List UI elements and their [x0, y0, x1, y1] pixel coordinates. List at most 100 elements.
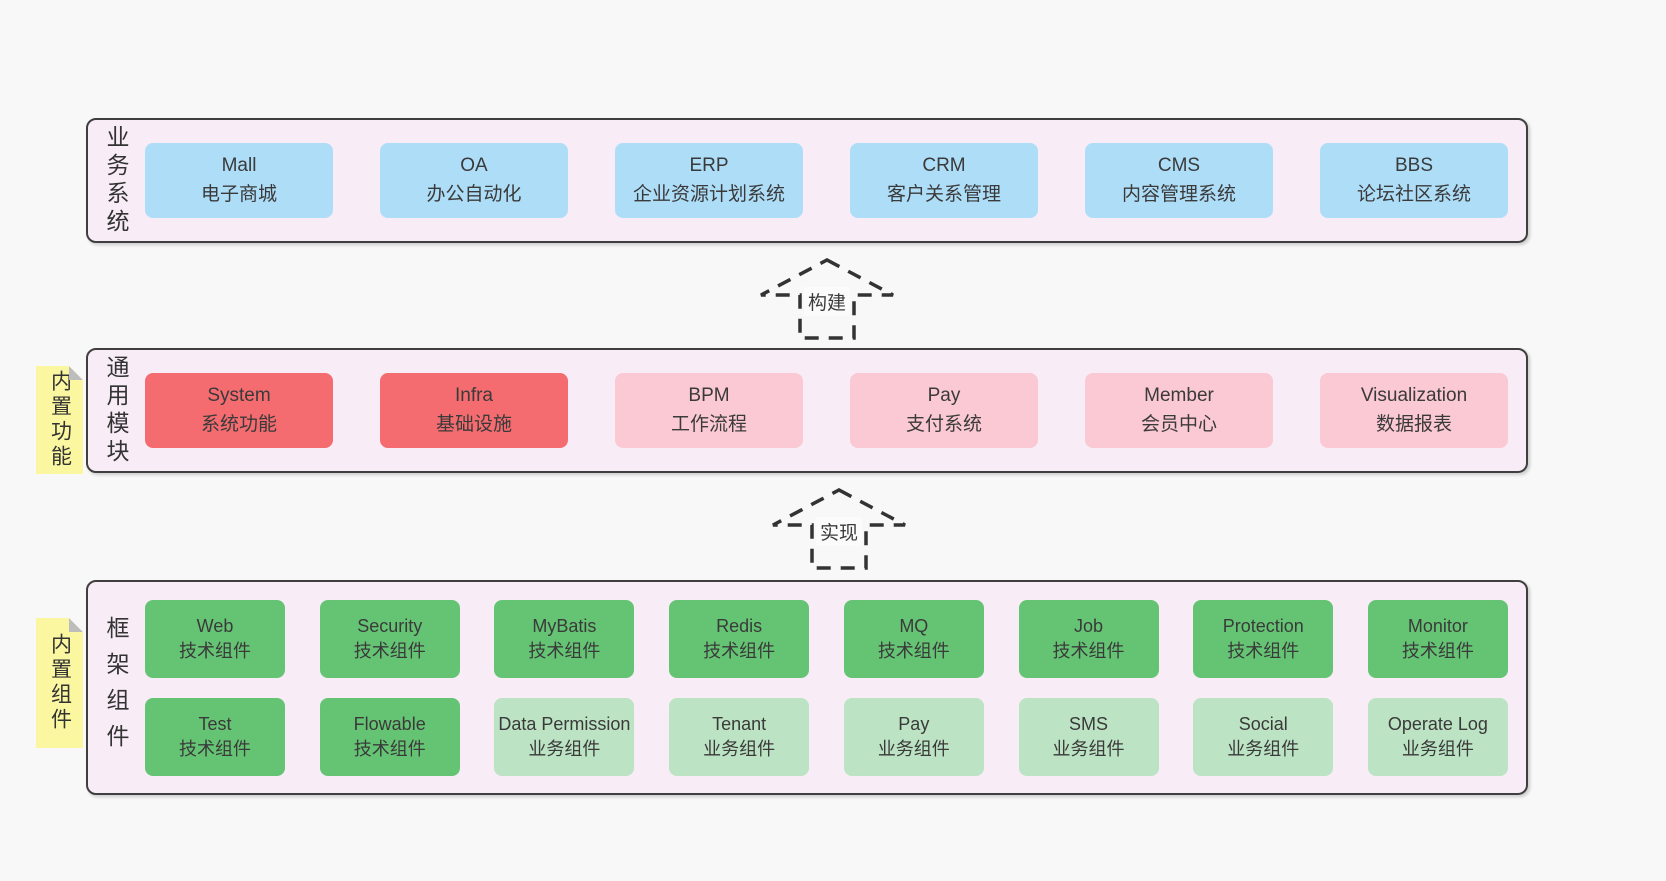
module-subtitle: 技术组件	[528, 640, 601, 661]
module-subtitle: 技术组件	[179, 640, 251, 661]
module-subtitle: 电子商城	[200, 183, 277, 205]
module-subtitle: 技术组件	[1401, 640, 1474, 661]
module-subtitle: 技术组件	[179, 738, 251, 759]
module-subtitle: 技术组件	[1052, 640, 1125, 661]
arrow-build-label: 构建	[803, 287, 851, 316]
module-box-redis: Redis 技术组件	[669, 599, 810, 678]
module-title: Flowable	[353, 713, 426, 734]
module-title: Job	[1074, 615, 1104, 636]
module-subtitle: 企业资源计划系统	[632, 183, 785, 205]
module-title: Test	[198, 713, 232, 734]
module-box-protection: Protection 技术组件	[1193, 599, 1334, 678]
module-title: Web	[196, 615, 234, 636]
sticky-note-label: 内置功能	[48, 370, 72, 470]
module-subtitle: 支付系统	[905, 413, 982, 435]
module-title: Redis	[716, 615, 763, 636]
module-subtitle: 论坛社区系统	[1356, 183, 1471, 205]
sticky-note-builtin-components: 内置组件	[36, 618, 83, 748]
module-box-system: System 系统功能	[145, 373, 333, 448]
module-box-bpm: BPM 工作流程	[615, 373, 803, 448]
module-box-flowable: Flowable 技术组件	[319, 697, 460, 776]
module-box-job: Job 技术组件	[1018, 599, 1159, 678]
module-title: Infra	[454, 385, 494, 406]
module-subtitle: 技术组件	[877, 640, 950, 661]
module-box-test: Test 技术组件	[145, 697, 285, 776]
module-title: Monitor	[1407, 615, 1468, 636]
module-box-monitor: Monitor 技术组件	[1367, 599, 1508, 678]
module-subtitle: 数据报表	[1375, 413, 1452, 435]
module-title: Protection	[1222, 615, 1304, 636]
module-subtitle: 客户关系管理	[886, 183, 1001, 205]
module-box-tenant: Tenant 业务组件	[669, 697, 810, 776]
module-title: System	[207, 385, 271, 406]
module-title: Pay	[927, 385, 961, 406]
module-title: Data Permission	[498, 713, 631, 734]
band-label-common-modules: 通用模块	[103, 354, 129, 467]
module-subtitle: 技术组件	[703, 640, 776, 661]
module-subtitle: 工作流程	[670, 413, 747, 435]
module-box-visualization: Visualization 数据报表	[1320, 373, 1508, 448]
module-title: MyBatis	[532, 615, 597, 636]
module-title: CRM	[922, 155, 966, 176]
band-common-modules: 通用模块 System 系统功能 Infra 基础设施 BPM 工作流程 Pay 支付系统 Me…	[86, 348, 1528, 473]
module-subtitle: 技术组件	[353, 738, 426, 759]
module-subtitle: 内容管理系统	[1121, 183, 1236, 205]
module-title: BPM	[688, 385, 730, 406]
arrow-implement-label: 实现	[815, 517, 863, 546]
module-box-member: Member 会员中心	[1085, 373, 1273, 448]
module-subtitle: 业务组件	[877, 738, 950, 759]
module-box-erp: ERP 企业资源计划系统	[615, 143, 803, 218]
module-box-social: Social 业务组件	[1193, 697, 1334, 776]
module-title: Tenant	[712, 713, 767, 734]
module-subtitle: 系统功能	[200, 413, 277, 435]
module-title: BBS	[1394, 155, 1434, 176]
module-title: Pay	[898, 713, 930, 734]
module-title: Security	[357, 615, 423, 636]
band-label-framework-components: 框架组件	[103, 615, 129, 760]
module-box-pay: Pay 支付系统	[850, 373, 1038, 448]
module-box-crm: CRM 客户关系管理	[850, 143, 1038, 218]
sticky-note-builtin-features: 内置功能	[36, 366, 83, 474]
dashed-up-arrow-icon	[772, 488, 906, 570]
module-title: SMS	[1069, 713, 1109, 734]
module-box-data-permission: Data Permission 业务组件	[494, 697, 635, 776]
sticky-note-label: 内置组件	[48, 633, 72, 733]
module-box-cms: CMS 内容管理系统	[1085, 143, 1273, 218]
module-title: Member	[1144, 385, 1214, 406]
module-title: OA	[460, 155, 488, 176]
module-box-mybatis: MyBatis 技术组件	[494, 599, 635, 678]
module-title: ERP	[689, 155, 729, 176]
module-box-web: Web 技术组件	[145, 599, 285, 678]
module-subtitle: 技术组件	[1227, 640, 1300, 661]
dashed-up-arrow-icon	[760, 258, 894, 340]
module-box-infra: Infra 基础设施	[380, 373, 568, 448]
module-subtitle: 业务组件	[528, 738, 601, 759]
module-title: Social	[1238, 713, 1288, 734]
module-box-operate-log: Operate Log 业务组件	[1367, 697, 1508, 776]
module-subtitle: 业务组件	[1227, 738, 1300, 759]
module-title: Visualization	[1360, 385, 1468, 406]
module-subtitle: 办公自动化	[426, 183, 522, 205]
module-title: Operate Log	[1387, 713, 1488, 734]
band-label-business-systems: 业务系统	[103, 124, 129, 237]
module-subtitle: 业务组件	[1401, 738, 1474, 759]
module-subtitle: 技术组件	[353, 640, 426, 661]
module-subtitle: 基础设施	[435, 413, 512, 435]
module-subtitle: 业务组件	[703, 738, 776, 759]
module-row: System 系统功能 Infra 基础设施 BPM 工作流程 Pay 支付系统 Member 会…	[145, 373, 1508, 448]
module-title: CMS	[1157, 155, 1201, 176]
module-box-bbs: BBS 论坛社区系统	[1320, 143, 1508, 218]
band-content-common-modules: System 系统功能 Infra 基础设施 BPM 工作流程 Pay 支付系统 Member 会…	[145, 350, 1508, 471]
module-box-security: Security 技术组件	[319, 599, 460, 678]
module-subtitle: 会员中心	[1140, 413, 1217, 435]
